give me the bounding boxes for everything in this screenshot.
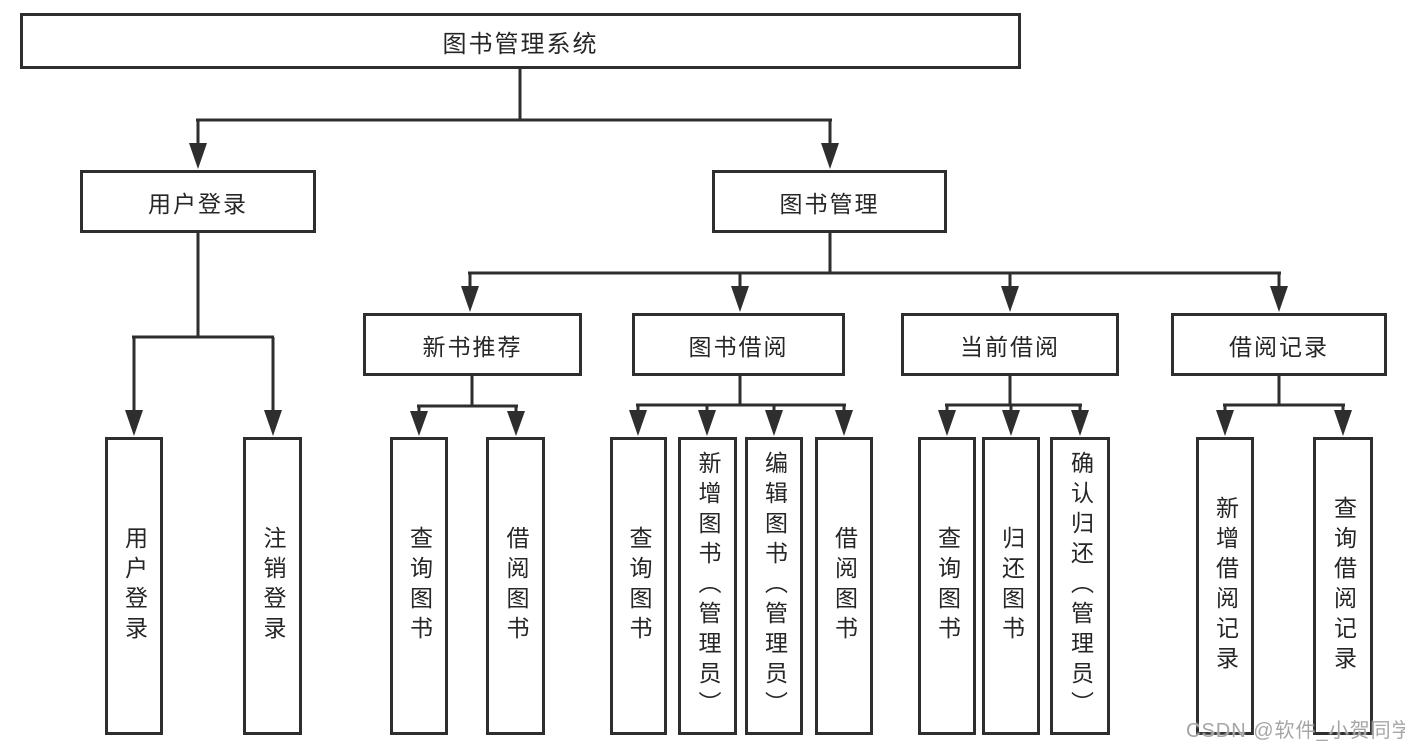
leaf-borrow-books-label: 借阅图书 [831, 526, 858, 646]
leaf-edit-books-admin-label: 编辑图书（管理员） [761, 451, 788, 721]
connector-records-to-leaves [1216, 376, 1352, 436]
node-new-book-recommend: 新书推荐 [363, 313, 582, 376]
node-borrow-records: 借阅记录 [1171, 313, 1387, 376]
leaf-add-borrow-record: 新增借阅记录 [1196, 437, 1254, 735]
leaf-user-login-label: 用户登录 [121, 526, 148, 646]
connector-borrow-to-leaves [629, 376, 853, 436]
leaf-query-borrow-record: 查询借阅记录 [1313, 437, 1373, 735]
leaf-add-books-admin-label: 新增图书（管理员） [695, 451, 721, 721]
connector-recommend-to-leaves [410, 376, 525, 436]
leaf-query-books-borrow: 查询图书 [610, 437, 667, 735]
leaf-return-books: 归还图书 [982, 437, 1040, 735]
leaf-query-books-current-label: 查询图书 [934, 526, 961, 646]
leaf-borrow-books: 借阅图书 [815, 437, 873, 735]
leaf-confirm-return-admin: 确认归还（管理员） [1050, 437, 1110, 735]
node-current-borrow: 当前借阅 [901, 313, 1119, 376]
node-book-management: 图书管理 [712, 170, 947, 233]
connector-current-to-leaves [938, 376, 1089, 436]
leaf-user-login: 用户登录 [105, 437, 163, 735]
leaf-borrow-books-recommend: 借阅图书 [486, 437, 545, 735]
connector-book-management-to-level3 [461, 233, 1288, 312]
leaf-add-books-admin: 新增图书（管理员） [678, 437, 737, 735]
connector-user-login-to-leaves [125, 233, 282, 436]
leaf-query-books-recommend: 查询图书 [390, 437, 448, 735]
leaf-edit-books-admin: 编辑图书（管理员） [745, 437, 803, 735]
leaf-query-books-recommend-label: 查询图书 [406, 526, 433, 646]
node-library-system: 图书管理系统 [20, 13, 1021, 69]
node-book-borrow: 图书借阅 [632, 313, 845, 376]
leaf-return-books-label: 归还图书 [998, 526, 1025, 646]
leaf-logout-label: 注销登录 [260, 526, 286, 646]
leaf-borrow-books-recommend-label: 借阅图书 [503, 526, 529, 646]
leaf-confirm-return-admin-label: 确认归还（管理员） [1067, 451, 1094, 721]
connector-root-to-level2 [189, 69, 839, 169]
leaf-add-borrow-record-label: 新增借阅记录 [1212, 496, 1239, 676]
leaf-logout: 注销登录 [243, 437, 302, 735]
leaf-query-borrow-record-label: 查询借阅记录 [1330, 496, 1357, 676]
node-user-login: 用户登录 [80, 170, 316, 233]
leaf-query-books-borrow-label: 查询图书 [626, 526, 652, 646]
csdn-watermark: CSDN @软件_小贺同学 [1186, 720, 1405, 742]
leaf-query-books-current: 查询图书 [918, 437, 976, 735]
